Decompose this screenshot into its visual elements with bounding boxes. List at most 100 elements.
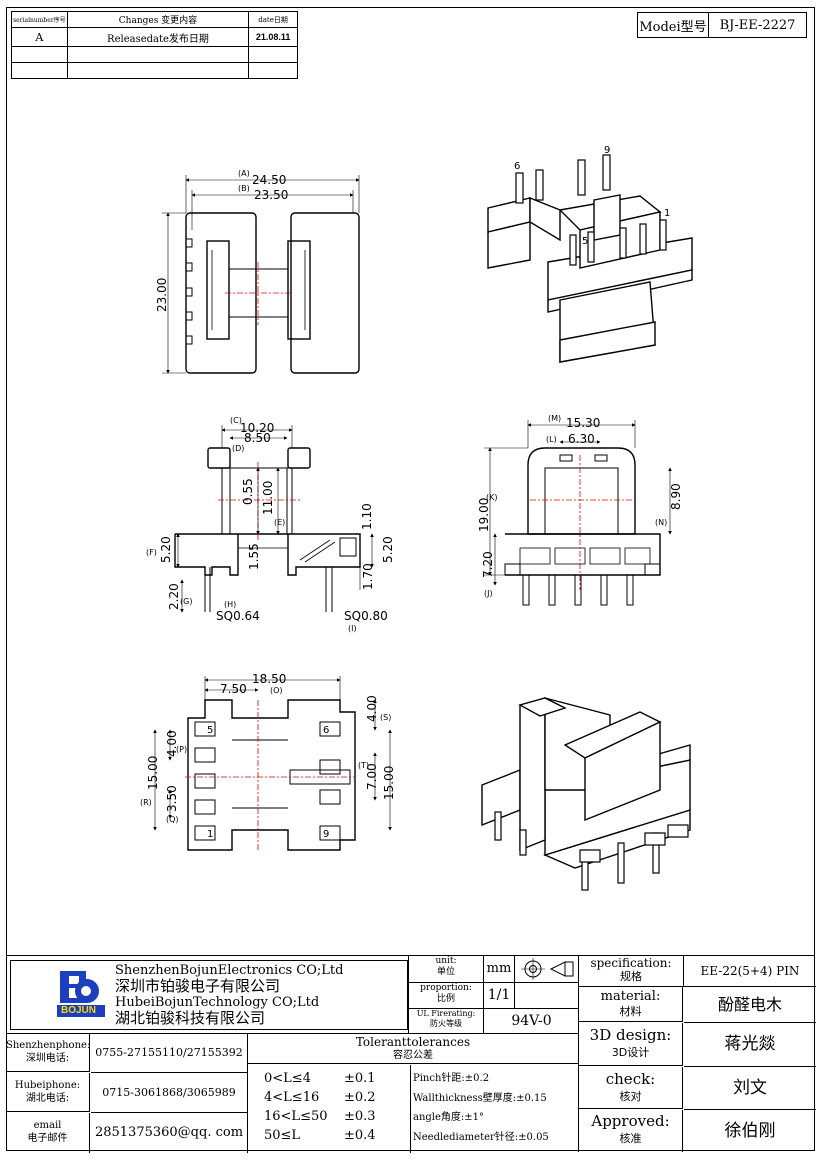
- company-names: ShenzhenBojunElectronics CO;Ltd 深圳市铂骏电子有…: [115, 963, 343, 1027]
- sz-phone-label: Shenzhenphone:: [6, 1040, 91, 1051]
- dim-side-1530: 15.30: [566, 416, 600, 430]
- sz-phone-label-cn: 深圳电话:: [25, 1053, 70, 1064]
- design-value: 蒋光燚: [684, 1023, 816, 1067]
- technical-drawing: (A) 24.50 (B) 23.50 23.00 6 9 1 5: [140, 145, 693, 891]
- model-box: Modei型号 BJ-EE-2227: [637, 12, 807, 38]
- unit-label: unit:: [435, 956, 457, 966]
- dim-bottom-1500b: 15.00: [382, 766, 396, 800]
- dim-bottom-750: 7.50: [220, 682, 247, 696]
- iso-pin-9: 9: [604, 145, 610, 156]
- projection-symbol: [515, 956, 579, 983]
- email-label: email: [33, 1120, 62, 1131]
- company-box: BOJUN ShenzhenBojunElectronics CO;Ltd 深圳…: [10, 960, 408, 1030]
- dim-label-r: (R): [140, 798, 152, 807]
- dim-side-1900: 19.00: [477, 498, 491, 532]
- front-view: [174, 425, 374, 613]
- bottom-pin-9: 9: [323, 829, 329, 840]
- iso-pin-1: 1: [664, 208, 670, 219]
- material-label: material:: [600, 989, 661, 1004]
- dim-front-sq080: SQ0.80: [344, 609, 388, 623]
- tolerance-title: Toleranttolerances: [355, 1035, 471, 1049]
- hb-phone-label-cn: 湖北电话:: [25, 1093, 70, 1104]
- approved-label-cn: 核准: [619, 1132, 642, 1145]
- unit-block: unit: 单位 mm proportion: 比例 1/1 UL Firera…: [408, 956, 579, 1033]
- tol-note: Needlediameter针径:±0.05: [413, 1131, 549, 1143]
- hb-phone: 0715-3061868/3065989: [91, 1073, 248, 1113]
- hb-phone-label: Hubeiphone:: [14, 1080, 81, 1091]
- dim-bottom-700: 7.00: [365, 763, 379, 790]
- iso-view-upper: [487, 154, 693, 363]
- iso-view-lower: [481, 697, 691, 891]
- revision-row: A Releasedate发布日期 21.08.11: [11, 27, 298, 47]
- dim-label-t: (T): [358, 761, 369, 770]
- dim-front-055: 0.55: [241, 478, 255, 505]
- tolerance-header: Toleranttolerances 容忍公差: [248, 1034, 578, 1064]
- dim-label-o: (O): [270, 686, 283, 695]
- company-en-shenzhen: ShenzhenBojunElectronics CO;Ltd: [115, 963, 344, 978]
- spec-value: EE-22(5+4) PIN: [684, 956, 816, 987]
- dim-bottom-1850: 18.50: [252, 672, 286, 686]
- dim-front-1100: 11.00: [261, 481, 275, 515]
- company-en-hubei: HubeiBojunTechnology CO;Ltd: [115, 995, 320, 1010]
- dim-label-d: (D): [232, 444, 244, 453]
- dim-bottom-350: 3.50: [165, 785, 179, 812]
- revision-row: [11, 46, 298, 63]
- dim-label-i: (I): [348, 624, 357, 633]
- tolerance-title-cn: 容忍公差: [393, 1050, 433, 1061]
- tolerance-table: 0<L≤4 4<L≤16 16<L≤50 50≤L ±0.1 ±0.2 ±0.3…: [248, 1065, 411, 1153]
- dim-label-a: (A): [238, 169, 250, 178]
- dim-top-width-b: 23.50: [254, 188, 288, 202]
- check-value: 刘文: [684, 1067, 816, 1110]
- dim-label-b: (B): [238, 184, 250, 193]
- tol-note: Pinch针距:±0.2: [413, 1073, 490, 1084]
- dim-label-n: (N): [655, 518, 667, 527]
- check-label-cn: 核对: [619, 1090, 642, 1103]
- dim-bottom-1500a: 15.00: [146, 756, 160, 790]
- dim-label-m: (M): [548, 414, 561, 423]
- material-label-cn: 材料: [619, 1005, 642, 1018]
- tol-range: 4<L≤16: [264, 1090, 320, 1105]
- spec-label-cn: 规格: [620, 970, 642, 983]
- dim-label-h: (H): [224, 600, 236, 609]
- tol-range: 16<L≤50: [264, 1109, 328, 1124]
- dim-label-f: (F): [146, 548, 157, 557]
- ul-label-cn: 防火等级: [430, 1019, 462, 1028]
- dim-label-s: (S): [380, 713, 391, 722]
- dim-bottom-400b: 4.00: [165, 730, 179, 757]
- dim-label-l: (L): [546, 435, 557, 444]
- dim-front-width-c: 10.20: [240, 421, 274, 435]
- ul-label: UL Firerating:: [416, 1009, 476, 1018]
- tolerance-notes: Pinch针距:±0.2 Wallthickness壁厚度:±0.15 angl…: [413, 1069, 549, 1147]
- dim-label-g: (G): [180, 597, 192, 606]
- revision-row: [11, 62, 298, 79]
- dim-front-220: 2.20: [167, 583, 181, 610]
- tol-value: ±0.1: [344, 1071, 376, 1086]
- bottom-pin-5: 5: [207, 725, 213, 736]
- title-block: BOJUN ShenzhenBojunElectronics CO;Ltd 深圳…: [6, 955, 816, 1153]
- unit-value: mm: [484, 956, 515, 983]
- material-value: 酚醛电木: [684, 987, 816, 1023]
- tol-value: ±0.2: [344, 1090, 376, 1105]
- dim-label-e: (E): [274, 518, 285, 527]
- dim-side-890: 8.90: [669, 483, 683, 510]
- dim-side-720: 7.20: [481, 551, 495, 578]
- side-view: [484, 420, 672, 606]
- company-cn-shenzhen: 深圳市铂骏电子有限公司: [115, 977, 281, 995]
- sz-phone: 0755-27155110/27155392: [91, 1034, 248, 1073]
- design-label: 3D design:: [589, 1026, 672, 1044]
- tol-range: 0<L≤4: [264, 1071, 311, 1086]
- contact-block: Shenzhenphone: 深圳电话: 0755-27155110/27155…: [6, 1033, 578, 1153]
- dim-front-110: 1.10: [360, 503, 374, 530]
- bottom-view: [153, 676, 392, 851]
- spec-label: specification:: [590, 956, 672, 970]
- email-label-cn: 电子邮件: [27, 1133, 68, 1144]
- email-value[interactable]: 2851375360@qq. com: [91, 1113, 248, 1153]
- dim-front-155: 1.55: [247, 543, 261, 570]
- dim-label-c: (C): [230, 416, 242, 425]
- dim-bottom-400a: 4.00: [365, 695, 379, 722]
- dim-label-p: (P): [176, 745, 187, 754]
- approved-label: Approved:: [591, 1112, 670, 1130]
- tol-value: ±0.3: [344, 1109, 376, 1124]
- dim-front-520a: 5.20: [159, 536, 173, 563]
- proportion-label-cn: 比例: [436, 994, 455, 1004]
